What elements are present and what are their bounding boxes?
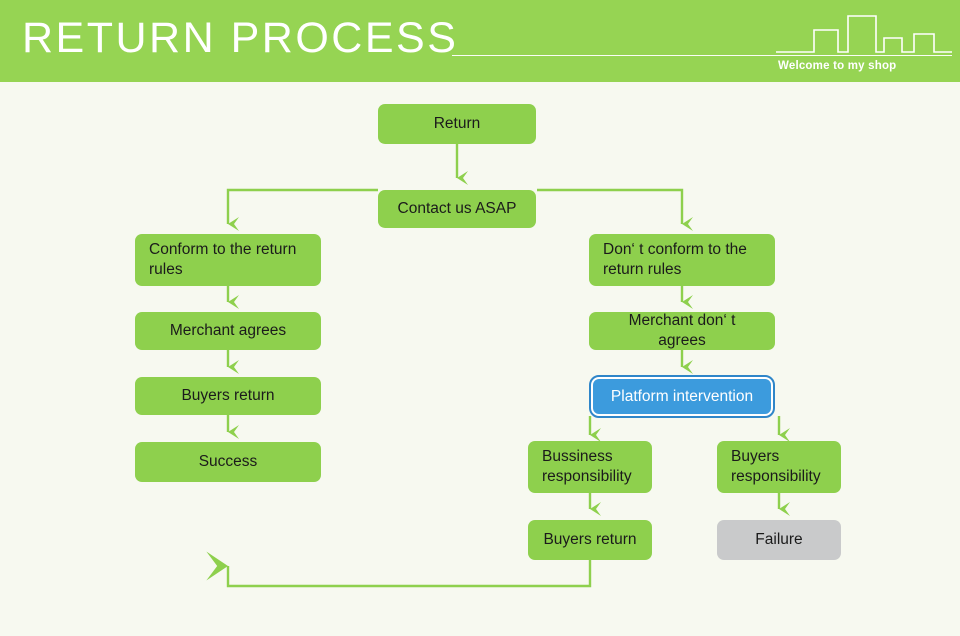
header-tagline: Welcome to my shop [778,60,897,72]
city-skyline-icon [776,15,952,53]
node-bussiness-responsibility[interactable]: Bussiness responsibility [528,441,652,493]
edge-buyers-return-loop-to-success [206,551,592,588]
node-failure[interactable]: Failure [717,520,841,560]
edge-contact-to-not-conform [537,188,693,231]
node-buyers-responsibility[interactable]: Buyers responsibility [717,441,841,493]
node-success[interactable]: Success [135,442,321,482]
node-merchant-agrees[interactable]: Merchant agrees [135,312,321,350]
edge-contact-to-conform [226,188,378,231]
flowchart-connectors [206,144,790,588]
page-title: RETURN PROCESS [22,14,459,62]
node-dont-conform-to-return-rules[interactable]: Don‘ t conform to the return rules [589,234,775,286]
node-merchant-dont-agrees[interactable]: Merchant don‘ t agrees [589,312,775,350]
node-platform-intervention[interactable]: Platform intervention [589,375,775,418]
node-conform-to-return-rules[interactable]: Conform to the return rules [135,234,321,286]
flowchart-canvas: Return Contact us ASAP Conform to the re… [0,82,960,636]
node-buyers-return-right[interactable]: Buyers return [528,520,652,560]
node-return[interactable]: Return [378,104,536,144]
header-divider-rule [452,55,952,56]
page-header: RETURN PROCESS Welcome to my shop [0,0,960,82]
node-contact-us-asap[interactable]: Contact us ASAP [378,190,536,228]
node-buyers-return-left[interactable]: Buyers return [135,377,321,415]
